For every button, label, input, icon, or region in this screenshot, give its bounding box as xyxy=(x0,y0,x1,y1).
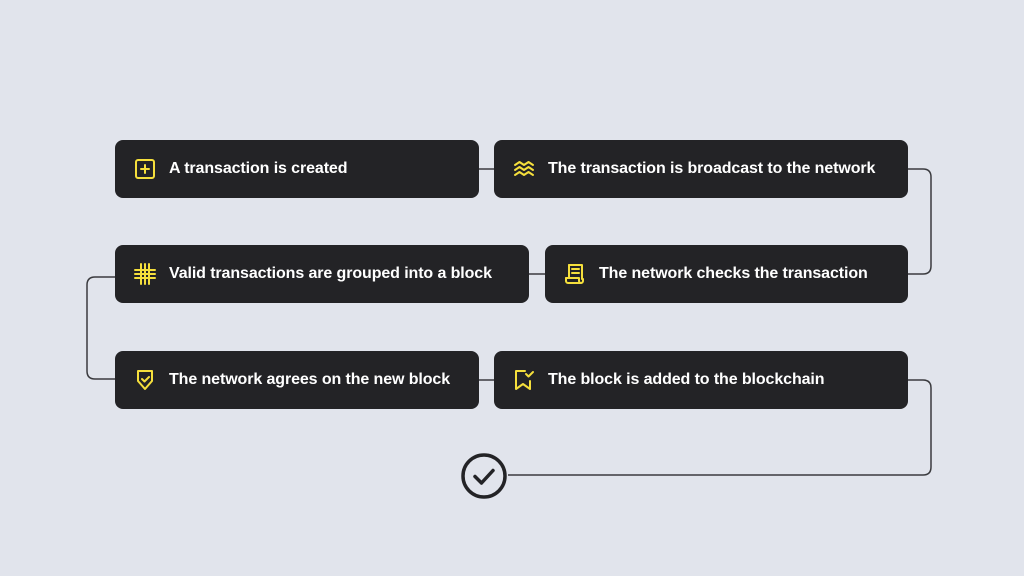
shield-check-icon xyxy=(133,368,157,392)
step-label: The block is added to the blockchain xyxy=(548,371,825,388)
step-grouped-into-block: Valid transactions are grouped into a bl… xyxy=(115,245,529,303)
receipt-icon xyxy=(563,262,587,286)
step-added-to-blockchain: The block is added to the blockchain xyxy=(494,351,908,409)
connector-2-4 xyxy=(908,168,932,275)
step-label: A transaction is created xyxy=(169,160,348,177)
step-label: The transaction is broadcast to the netw… xyxy=(548,160,876,177)
step-transaction-created: A transaction is created xyxy=(115,140,479,198)
plus-square-icon xyxy=(133,157,157,181)
check-circle-icon xyxy=(460,452,508,500)
step-label: The network checks the transaction xyxy=(599,265,868,282)
bookmark-check-icon xyxy=(512,368,536,392)
step-network-checks: The network checks the transaction xyxy=(545,245,908,303)
step-broadcast: The transaction is broadcast to the netw… xyxy=(494,140,908,198)
connector-3-5 xyxy=(86,276,115,380)
connector-6-end xyxy=(508,379,932,476)
step-network-agrees: The network agrees on the new block xyxy=(115,351,479,409)
step-label: Valid transactions are grouped into a bl… xyxy=(169,265,492,282)
waves-icon xyxy=(512,157,536,181)
step-label: The network agrees on the new block xyxy=(169,371,451,388)
hash-grid-icon xyxy=(133,262,157,286)
